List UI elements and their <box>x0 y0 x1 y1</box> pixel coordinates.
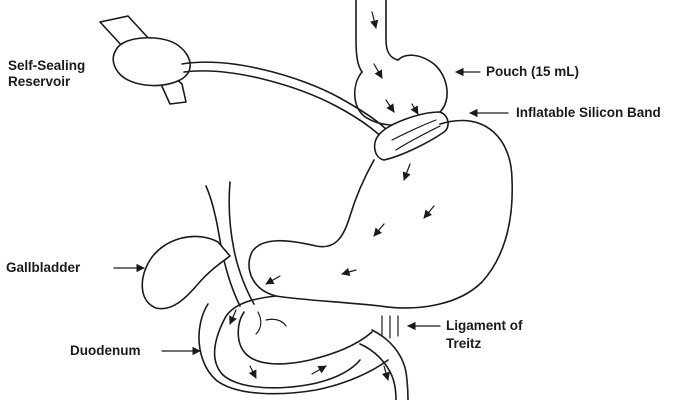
duodenum-outer <box>199 304 388 394</box>
flow-arrow <box>412 104 418 114</box>
reservoir-label-line1: Self-Sealing <box>8 58 85 74</box>
flow-arrow <box>424 206 434 218</box>
self-sealing-reservoir <box>113 38 190 86</box>
ligament-label-line1: Ligament of <box>446 318 523 334</box>
duodenum-label: Duodenum <box>70 343 141 359</box>
flow-arrow <box>374 224 384 236</box>
esophagus-right <box>386 0 398 60</box>
gallbladder <box>142 236 230 308</box>
flow-arrow <box>230 310 236 324</box>
flow-arrow <box>266 276 280 284</box>
ligament-label-line2: Treitz <box>446 336 481 352</box>
flow-arrow <box>404 164 410 180</box>
flow-arrow <box>250 366 256 378</box>
gallbladder-label: Gallbladder <box>6 260 80 276</box>
band-label: Inflatable Silicon Band <box>516 105 661 121</box>
duodenum-descending <box>360 344 396 400</box>
inflatable-silicon-band <box>375 112 448 160</box>
flow-arrow <box>386 100 394 112</box>
connecting-tube-upper <box>182 62 402 150</box>
pouch-label: Pouch (15 mL) <box>486 64 579 80</box>
reservoir-label-line2: Reservoir <box>8 74 70 90</box>
bile-duct-right <box>229 182 254 304</box>
flow-arrow <box>372 12 376 28</box>
duodenum-descending-inner <box>372 330 408 400</box>
flow-arrow <box>312 366 326 374</box>
duodenum-inner <box>238 312 372 364</box>
flow-arrow <box>374 64 382 78</box>
flow-arrow <box>342 270 356 274</box>
esophagus-left <box>356 0 362 72</box>
pyloric-duct <box>256 312 286 334</box>
